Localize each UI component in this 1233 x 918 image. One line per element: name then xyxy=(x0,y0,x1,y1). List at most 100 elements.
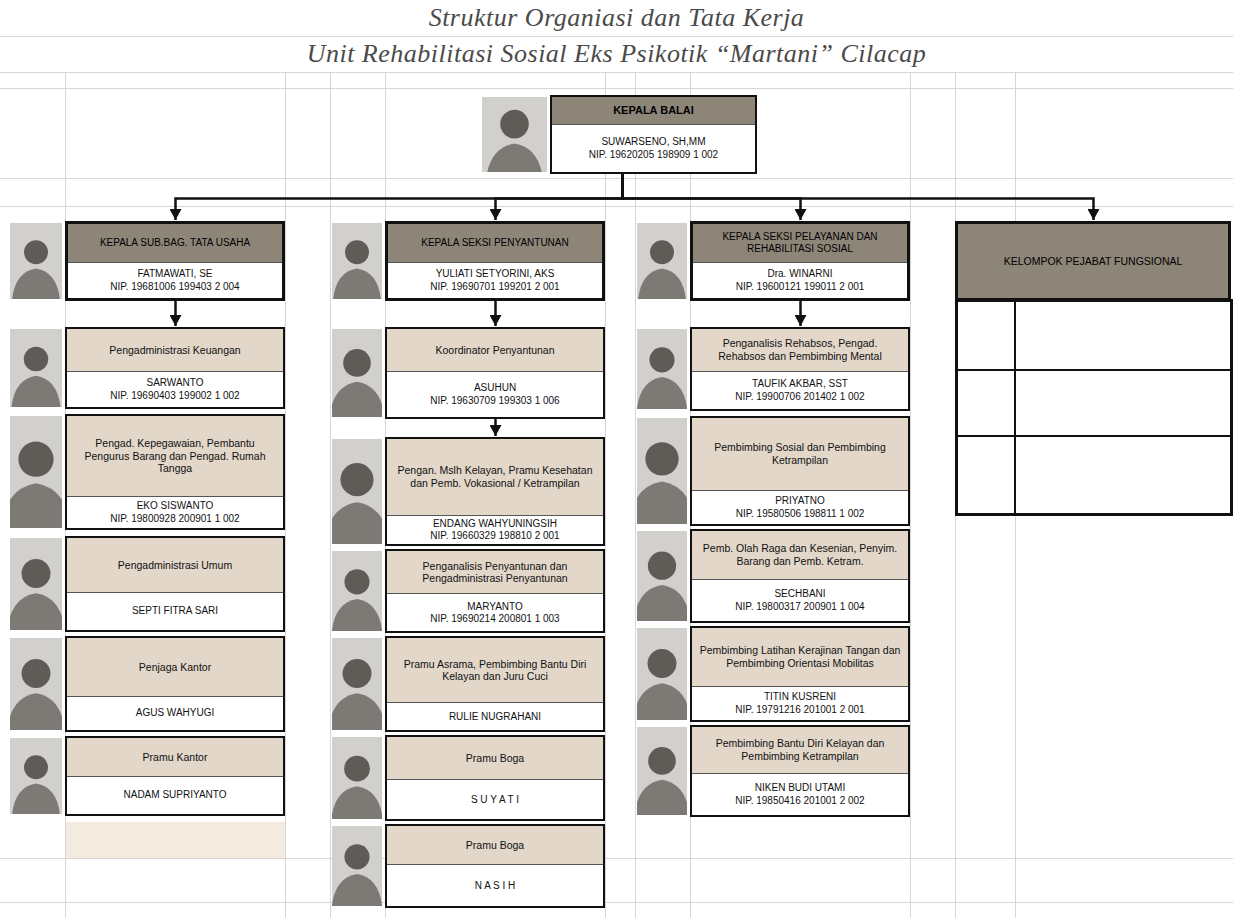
grid-lines xyxy=(0,37,1233,918)
position-title: Pengadministrasi Umum xyxy=(118,559,232,572)
position-box: KEPALA SEKSI PENYANTUNAN YULIATI SETYORIN… xyxy=(385,221,605,301)
officer-details: SARWANTONIP. 19690403 199002 1 002 xyxy=(67,371,283,407)
org-unit-box: Pengan. Mslh Kelayan, Pramu Kesehatan da… xyxy=(330,437,605,546)
photo-frame xyxy=(635,529,690,623)
position-header: Pengadministrasi Umum xyxy=(67,538,283,592)
org-unit-box: Pemb. Olah Raga dan Kesenian, Penyim. Ba… xyxy=(635,529,910,623)
officer-name: EKO SISWANTO xyxy=(137,500,214,512)
officer-name: NIKEN BUDI UTAMI xyxy=(755,782,845,794)
position-title: Penjaga Kantor xyxy=(139,661,211,674)
position-header: KEPALA SUB.BAG. TATA USAHA xyxy=(68,224,282,262)
org-unit-box: KEPALA BALAI SUWARSENO, SH,MMNIP. 1962020… xyxy=(480,95,757,174)
position-header: KEPALA SEKSI PELAYANAN DAN REHABILITASI … xyxy=(693,224,907,262)
officer-details: EKO SISWANTONIP. 19800928 200901 1 002 xyxy=(67,496,283,528)
officer-details: ASUHUNNIP. 19630709 199303 1 006 xyxy=(387,371,603,417)
connector-arrow xyxy=(799,301,802,326)
officer-nip: NIP. 19630709 199303 1 006 xyxy=(430,395,559,407)
officer-name: SARWANTO xyxy=(146,377,203,389)
officer-details: AGUS WAHYUGI xyxy=(67,696,283,730)
officer-name: SEPTI FITRA SARI xyxy=(132,605,218,617)
officer-name: PRIYATNO xyxy=(775,495,825,507)
position-title: Pembimbing Latihan Kerajinan Tangan dan … xyxy=(698,644,902,670)
org-unit-box: KELOMPOK PEJABAT FUNGSIONAL xyxy=(955,221,1231,301)
org-unit-box: Pengadministrasi UmumSEPTI FITRA SARI xyxy=(8,536,285,632)
portrait-photo xyxy=(637,727,687,815)
position-title: KEPALA SEKSI PENYANTUNAN xyxy=(421,237,568,249)
position-title: Koordinator Penyantunan xyxy=(435,344,554,357)
position-title: KEPALA BALAI xyxy=(613,104,694,117)
position-box: Penganalisis Rehabsos, Pengad. Rehabsos … xyxy=(690,327,910,411)
org-unit-box: Pengadministrasi KeuanganSARWANTONIP. 19… xyxy=(8,327,285,409)
org-unit-box: Pramu KantorNADAM SUPRIYANTO xyxy=(8,736,285,816)
portrait-photo xyxy=(637,418,687,524)
org-unit-box: Penjaga KantorAGUS WAHYUGI xyxy=(8,636,285,732)
officer-details: ENDANG WAHYUNINGSIHNIP. 19660329 198810 … xyxy=(387,515,603,544)
portrait-photo xyxy=(10,538,62,630)
officer-details: SUWARSENO, SH,MMNIP. 19620205 198909 1 0… xyxy=(552,124,755,172)
position-box: Pengadministrasi UmumSEPTI FITRA SARI xyxy=(65,536,285,632)
officer-name: YULIATI SETYORINI, AKS xyxy=(436,268,555,280)
blank-cell xyxy=(66,822,285,858)
position-box: Pramu BogaS U Y A T I xyxy=(385,735,605,821)
position-box: Penjaga KantorAGUS WAHYUGI xyxy=(65,636,285,732)
officer-nip: NIP. 19690214 200801 1 003 xyxy=(430,613,559,625)
portrait-photo xyxy=(10,738,62,814)
officer-details: S U Y A T I xyxy=(387,779,603,819)
officer-details: PRIYATNONIP. 19580506 198811 1 002 xyxy=(692,490,908,524)
photo-frame xyxy=(8,327,65,409)
officer-name: TITIN KUSRENI xyxy=(764,691,836,703)
position-header: Pengad. Kepegawaian, Pembantu Pengurus B… xyxy=(67,416,283,496)
connector-arrow xyxy=(494,301,497,326)
officer-nip: NIP. 19800928 200901 1 002 xyxy=(110,513,239,525)
position-title: KELOMPOK PEJABAT FUNGSIONAL xyxy=(1004,255,1183,268)
officer-nip: NIP. 19900706 201402 1 002 xyxy=(735,391,864,403)
officer-name: N A S I H xyxy=(475,880,516,892)
portrait-photo xyxy=(332,223,382,299)
position-header: Koordinator Penyantunan xyxy=(387,329,603,371)
officer-nip: NIP. 19681006 199403 2 004 xyxy=(110,281,239,293)
position-title: Pramu Asrama, Pembimbing Bantu Diri Kela… xyxy=(393,658,597,684)
connector-arrow xyxy=(623,174,1094,220)
position-title: Pengad. Kepegawaian, Pembantu Pengurus B… xyxy=(73,437,277,475)
position-title: Penganalisis Penyantunan dan Pengadminis… xyxy=(393,560,597,586)
org-unit-box: Koordinator PenyantunanASUHUNNIP. 196307… xyxy=(330,327,605,419)
officer-name: MARYANTO xyxy=(467,601,523,613)
officer-details: SECHBANINIP. 19800317 200901 1 004 xyxy=(692,579,908,621)
photo-frame xyxy=(330,549,385,633)
portrait-photo xyxy=(637,628,687,720)
officer-details: TAUFIK AKBAR, SSTNIP. 19900706 201402 1 … xyxy=(692,371,908,409)
officer-name: SUWARSENO, SH,MM xyxy=(601,136,705,148)
position-header: Pramu Kantor xyxy=(67,738,283,776)
position-header: KELOMPOK PEJABAT FUNGSIONAL xyxy=(958,224,1228,298)
officer-name: ENDANG WAHYUNINGSIH xyxy=(433,518,557,530)
connector-arrow xyxy=(494,419,497,436)
position-header: Pemb. Olah Raga dan Kesenian, Penyim. Ba… xyxy=(692,531,908,579)
photo-frame xyxy=(635,327,690,411)
officer-details: TITIN KUSRENINIP. 19791216 201001 2 001 xyxy=(692,686,908,720)
officer-name: SECHBANI xyxy=(774,588,825,600)
photo-frame xyxy=(8,536,65,632)
portrait-photo xyxy=(637,223,687,299)
officer-name: RULIE NUGRAHANI xyxy=(449,711,541,723)
org-unit-box: Pembimbing Sosial dan Pembimbing Ketramp… xyxy=(635,416,910,526)
position-title: Penganalisis Rehabsos, Pengad. Rehabsos … xyxy=(698,337,902,363)
photo-frame xyxy=(330,437,385,546)
officer-details: YULIATI SETYORINI, AKSNIP. 19690701 1992… xyxy=(388,262,602,298)
portrait-photo xyxy=(637,531,687,621)
officer-details: RULIE NUGRAHANI xyxy=(387,702,603,730)
officer-nip: NIP. 19800317 200901 1 004 xyxy=(735,601,864,613)
connector-arrow xyxy=(623,174,801,220)
connector-arrow xyxy=(174,301,177,326)
photo-frame xyxy=(635,416,690,526)
position-header: Pembimbing Latihan Kerajinan Tangan dan … xyxy=(692,628,908,686)
position-box: KEPALA SEKSI PELAYANAN DAN REHABILITASI … xyxy=(690,221,910,301)
photo-frame xyxy=(8,736,65,816)
photo-frame xyxy=(330,327,385,419)
position-box: KEPALA SUB.BAG. TATA USAHA FATMAWATI, SEN… xyxy=(65,221,285,301)
officer-name: FATMAWATI, SE xyxy=(138,268,213,280)
photo-frame xyxy=(635,725,690,817)
officer-details: N A S I H xyxy=(387,864,603,906)
position-box: Pemb. Olah Raga dan Kesenian, Penyim. Ba… xyxy=(690,529,910,623)
org-unit-box: Pramu Asrama, Pembimbing Bantu Diri Kela… xyxy=(330,636,605,732)
